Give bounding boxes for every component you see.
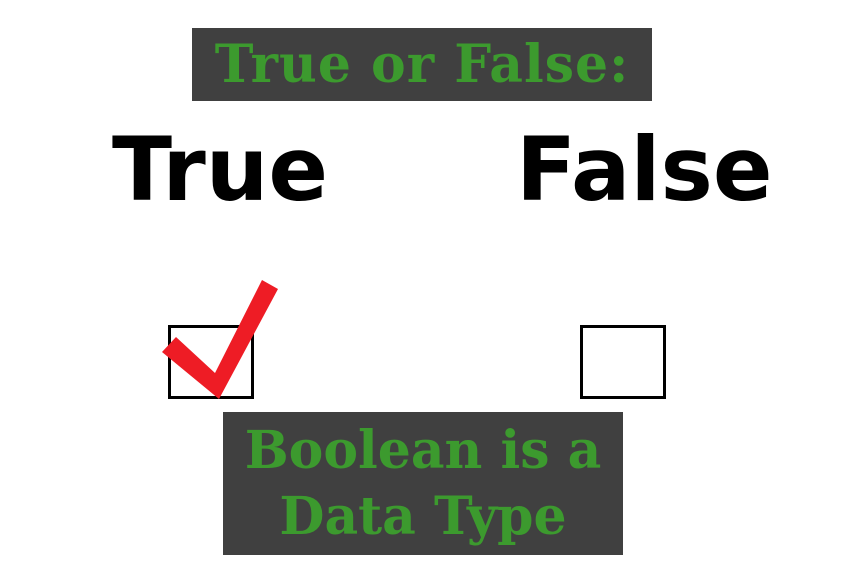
caption-line-2: Data Type: [279, 486, 567, 547]
option-label-false: False: [516, 118, 773, 221]
option-label-true: True: [112, 118, 329, 221]
caption-line-1: Boolean is a: [244, 420, 602, 481]
title-text: True or False:: [214, 34, 630, 95]
caption-banner: Boolean is a Data Type: [223, 412, 623, 555]
checkbox-false[interactable]: [580, 325, 666, 399]
checkbox-true[interactable]: [168, 325, 254, 399]
title-banner: True or False:: [192, 28, 652, 101]
